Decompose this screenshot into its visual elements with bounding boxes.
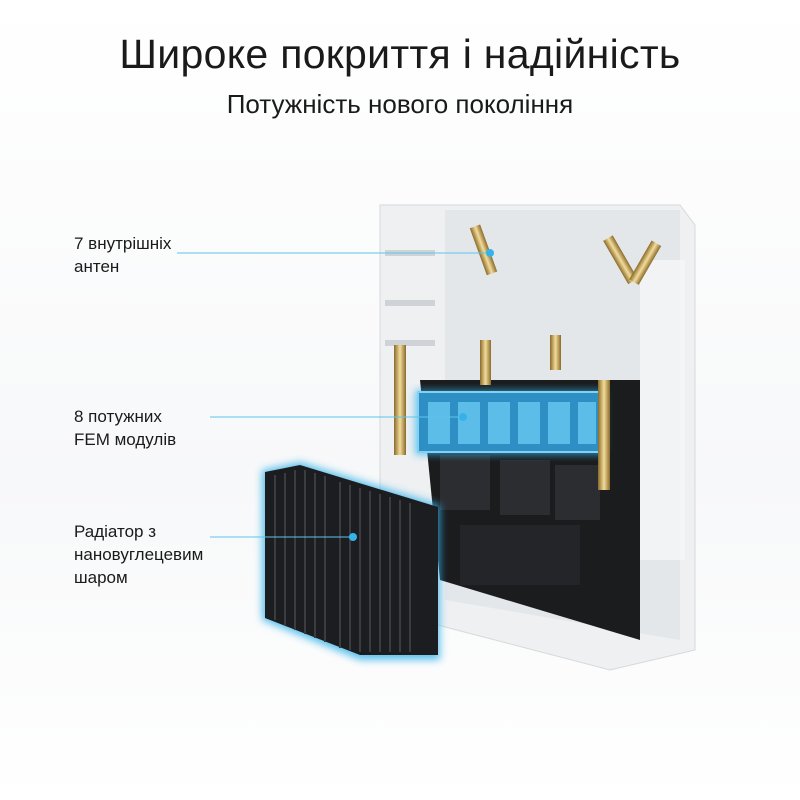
callout-text: нановуглецевим: [74, 545, 204, 564]
callout-line-heatsink: [210, 533, 357, 541]
callout-text: Радіатор з: [74, 522, 157, 541]
callout-text: 8 потужних: [74, 407, 162, 426]
callout-fem-modules: 8 потужних FEM модулів: [74, 405, 176, 451]
callout-text: 7 внутрішніх: [74, 234, 172, 253]
heatsink: [262, 462, 440, 660]
callout-line-antennas: [177, 249, 494, 257]
callout-text: шаром: [74, 568, 128, 587]
callout-line-fem: [210, 413, 467, 421]
callout-antennas: 7 внутрішніх антен: [74, 232, 171, 278]
callout-text: антен: [74, 257, 120, 276]
callout-text: FEM модулів: [74, 430, 177, 449]
page-subtitle: Потужність нового покоління: [226, 89, 574, 119]
callout-heatsink: Радіатор з нановуглецевим шаром: [74, 520, 203, 589]
page-title: Широке покриття і надійність: [119, 31, 681, 77]
fem-modules: [415, 390, 605, 455]
antennas: [394, 224, 662, 490]
